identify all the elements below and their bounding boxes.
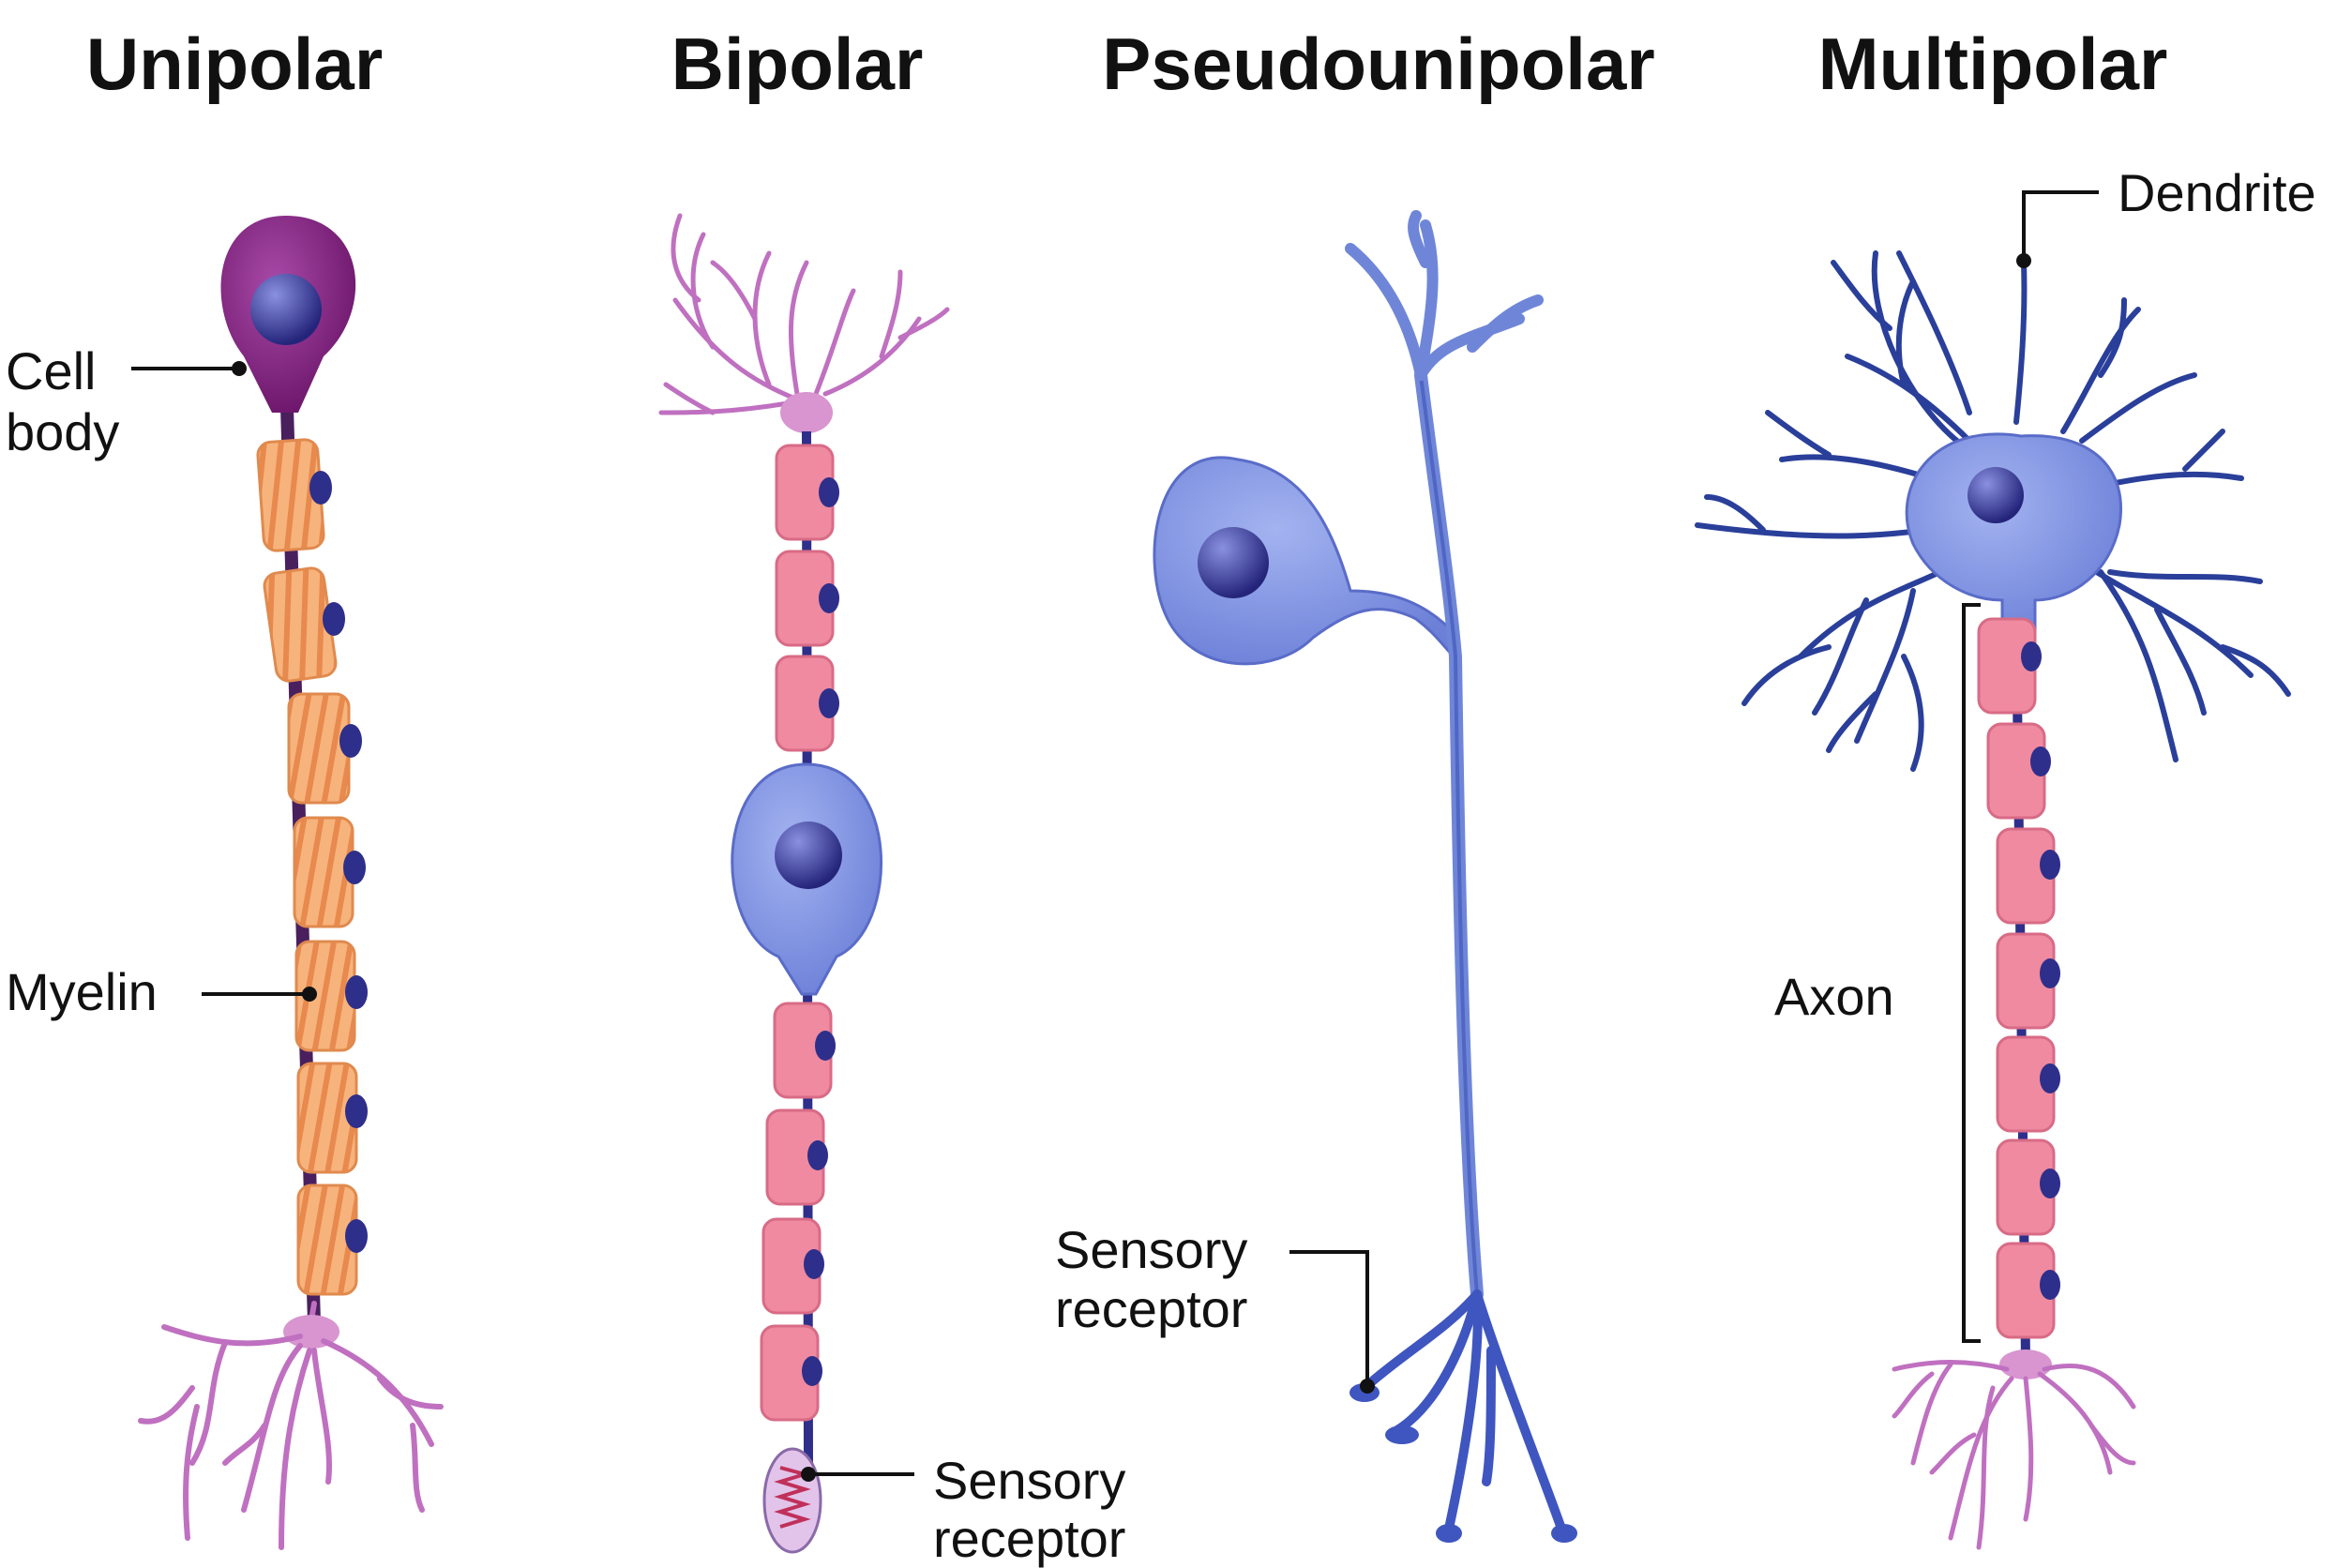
bipolar-upper-myelin [775,444,839,752]
axon-bracket [1962,603,1981,1343]
multipolar-axon-terminals [1892,1349,2136,1550]
bipolar-lower-myelin [760,1002,836,1422]
multipolar-myelin [1977,617,2060,1339]
label-bipolar-receptor-line1: Sensory [933,1451,1125,1510]
multipolar-nucleus [1968,467,2024,523]
unipolar-neuron [138,216,444,1550]
unipolar-nucleus [250,274,322,345]
pseudounipolar-cell-body [1153,456,1460,666]
pseudounipolar-nucleus [1198,527,1269,598]
bipolar-nucleus [775,822,842,889]
multipolar-neuron [1695,250,2291,1550]
label-myelin-text: Myelin [6,962,158,1021]
label-pseudo-receptor-line1: Sensory [1055,1220,1247,1279]
myelin-leader-dot [302,987,317,1002]
pseudounipolar-peripheral-branches [1349,1289,1577,1543]
bipolar-dendrite-hub [780,392,833,433]
pseudo-receptor-leader-line [1289,1250,1369,1386]
label-pseudo-receptor-line2: receptor [1055,1279,1247,1338]
label-myelin: Myelin [6,962,317,1021]
label-cell-body-line1: Cell [6,341,96,400]
label-dendrite-text: Dendrite [2118,163,2316,222]
label-cell-body: Cell body [6,341,247,461]
bipolar-receptor-leader-dot [801,1467,816,1482]
label-bipolar-receptor-line2: receptor [933,1509,1125,1568]
pseudounipolar-axon-core [1419,374,1479,1295]
label-axon: Axon [1774,603,1981,1343]
label-dendrite: Dendrite [2016,163,2316,268]
label-pseudounipolar-sensory-receptor: Sensory receptor [1055,1220,1375,1394]
cell-body-leader-dot [232,361,247,376]
unipolar-axon-terminals [138,1301,444,1550]
multipolar-dendrites [1695,250,2291,772]
multipolar-cell-body [1905,432,2122,640]
dendrite-leader-dot [2016,253,2031,268]
bipolar-neuron [658,213,950,1554]
title-multipolar: Multipolar [1818,23,2168,105]
bipolar-sensory-receptor [762,1447,822,1554]
pseudo-receptor-leader-dot [1360,1379,1375,1394]
unipolar-myelin-sheath [256,438,368,1296]
title-pseudounipolar: Pseudounipolar [1102,23,1654,105]
label-cell-body-line2: body [6,402,119,461]
title-bipolar: Bipolar [671,23,924,105]
label-axon-text: Axon [1774,967,1894,1026]
pseudounipolar-neuron [1153,210,1577,1543]
pseudounipolar-central-branches [1345,210,1544,381]
dendrite-leader-line [2022,190,2099,261]
label-bipolar-sensory-receptor: Sensory receptor [801,1451,1125,1568]
title-unipolar: Unipolar [86,23,383,105]
